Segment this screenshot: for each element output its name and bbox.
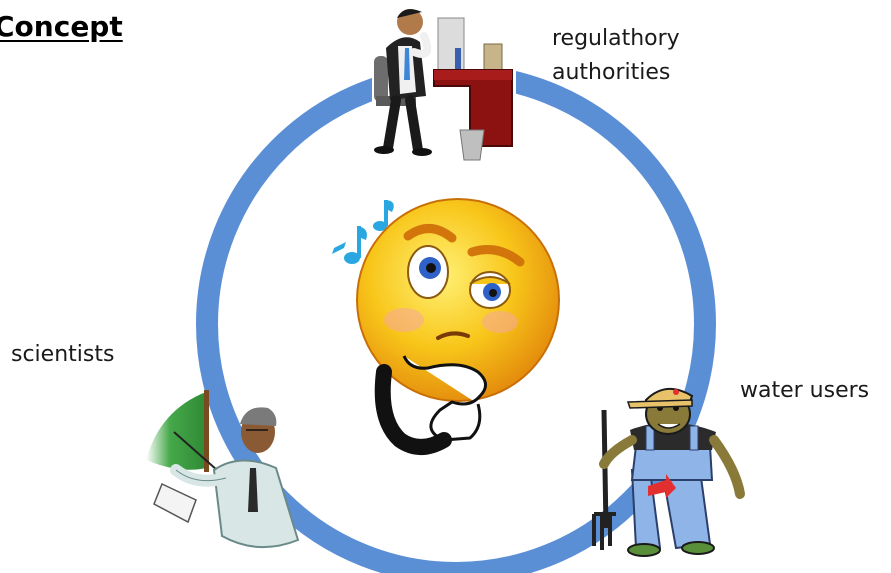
label-water-users: water users bbox=[740, 378, 870, 403]
label-regulatory-authorities: regulathory authorities bbox=[552, 22, 680, 90]
scientist-pointing-icon bbox=[146, 390, 300, 549]
thinking-smiley-icon bbox=[332, 198, 560, 455]
label-regulatory-line2: authorities bbox=[552, 60, 671, 85]
farmer-with-pitchfork-icon bbox=[592, 388, 745, 557]
label-regulatory-line1: regulathory bbox=[552, 26, 680, 51]
label-scientists: scientists bbox=[11, 342, 115, 367]
music-notes-icon bbox=[332, 200, 394, 264]
official-at-desk-icon bbox=[372, 2, 516, 161]
diagram-title: Concept bbox=[0, 10, 123, 43]
